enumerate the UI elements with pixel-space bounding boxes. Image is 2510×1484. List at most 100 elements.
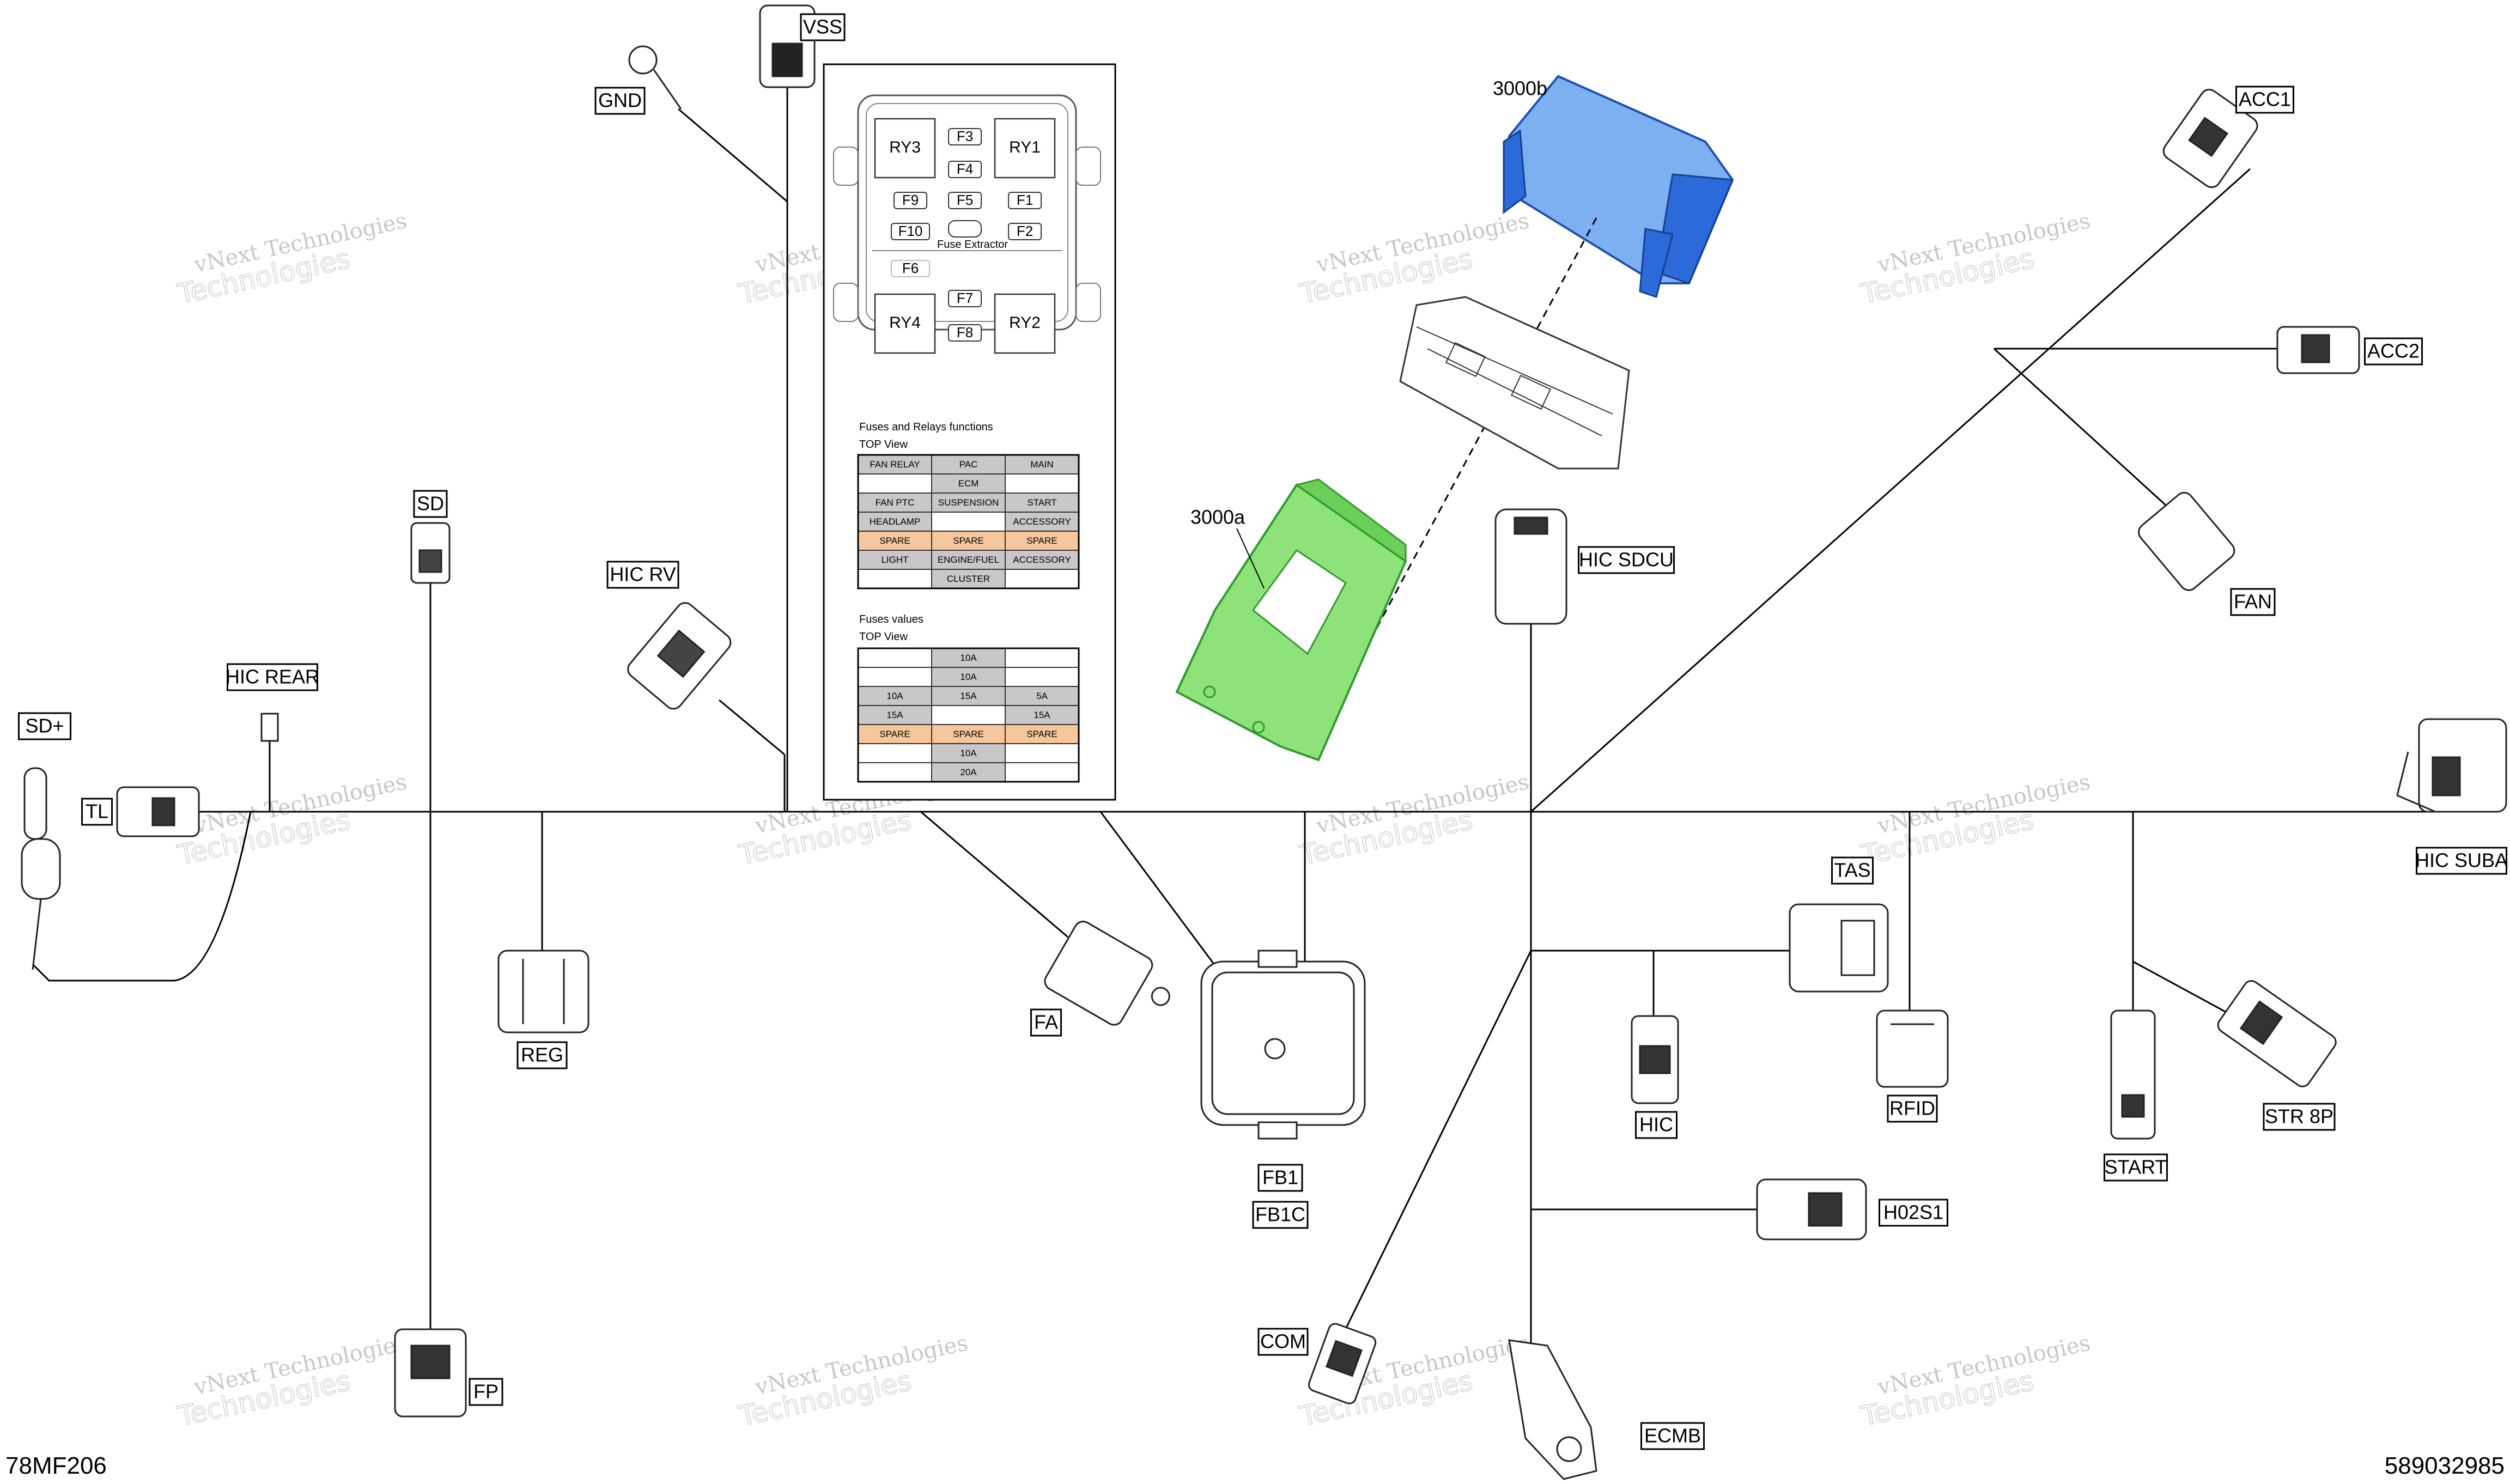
label-tl: TL [81,798,113,826]
table-cell [858,569,932,589]
label-str8p: STR 8P [2263,1103,2336,1131]
values-title: Fuses values [859,613,923,625]
callout-3000a: 3000a [1190,506,1245,528]
table-cell-text: ACCESSORY [1013,516,1071,527]
table-cell [931,550,1006,570]
sd-connector [410,522,451,584]
label-hic-rear: HIC REAR [226,663,319,691]
fuse-box-latch [1075,283,1101,322]
table-cell [1005,550,1079,570]
table-cell-text: SPARE [1026,729,1057,739]
table-cell-text: 15A [886,710,903,720]
fuse-label: F10 [898,223,923,239]
label-fb1: FB1 [1257,1164,1303,1192]
relay-label: RY1 [1009,138,1041,156]
table-cell-text: CLUSTER [947,574,990,584]
fuse-box-panel: RY3 RY1 RY4 RY2 F3 F4 F9 F5 F1 F10 F2 F7… [823,63,1116,801]
label-sd: SD [413,490,448,518]
label-sd-plus: SD+ [18,712,71,740]
label-text: TAS [1834,859,1870,881]
tas-connector [1789,903,1889,993]
label-text: SD+ [25,715,64,737]
label-hic-rv: HIC RV [606,561,679,589]
fa-wire [920,811,1068,938]
sd-plus-sensor [21,767,61,970]
table-cell [1005,667,1079,687]
label-acc2: ACC2 [2364,337,2423,366]
label-reg: REG [516,1041,568,1069]
fan-connector [2138,491,2235,591]
fuse-label: F4 [957,161,973,177]
table-cell [858,667,932,687]
label-text: FB1C [1255,1203,1305,1226]
gnd-ring-terminal [628,45,682,110]
values-subtitle: TOP View [859,631,908,643]
label-fan: FAN [2230,588,2276,616]
sd-plus-wire [32,811,252,982]
table-cell-text: FAN PTC [876,497,915,508]
relay-ry3 [874,118,936,179]
fuse-label: F3 [957,128,973,144]
label-text: RFID [1889,1097,1935,1120]
label-text: HIC RV [610,563,676,586]
label-text: GND [598,89,642,112]
label-text: FA [1034,1011,1058,1033]
label-text: HIC SDCU [1579,549,1674,571]
table-cell [1005,569,1079,589]
table-cell-text: HEADLAMP [870,516,921,527]
acc1-connector [2162,89,2258,188]
ecm-connector-housing [1399,296,1630,470]
fuse-extractor [948,220,982,238]
label-text: STR 8P [2265,1105,2333,1128]
table-cell [1005,743,1079,763]
table-cell-text: SPARE [879,729,910,739]
functions-subtitle: TOP View [859,439,908,451]
table-cell-text: SPARE [953,536,983,546]
label-text: START [2105,1156,2167,1178]
rfid-connector [1876,1009,1949,1088]
table-cell [931,743,1006,763]
fuse-label: F1 [1017,192,1033,208]
fuse-f5 [948,192,982,209]
table-cell-text: 15A [960,691,977,701]
hic-connector [1631,1015,1679,1104]
drawing-code-left: 78MF206 [5,1452,107,1479]
relay-ry2 [994,293,1056,354]
fuse-f3 [948,128,982,145]
label-fa: FA [1030,1008,1062,1037]
table-cell [931,648,1006,668]
relay-label: RY4 [889,314,921,332]
reg-connector [497,950,589,1033]
table-cell-text: SPARE [879,536,910,546]
fuse-f8 [948,324,982,342]
label-vss: VSS [800,13,846,41]
fuse-f9 [894,192,927,209]
connectors [21,4,2507,1480]
fuse-f4 [948,161,982,178]
label-tas: TAS [1831,856,1874,885]
table-cell [931,686,1006,706]
gnd-wire [678,108,788,203]
harness-wires [32,87,2435,1352]
label-text: ECMB [1644,1425,1701,1447]
table-cell-text: 10A [960,748,977,758]
table-cell-text: LIGHT [881,555,908,565]
fuse-f2 [1008,223,1042,240]
label-fp: FP [469,1378,503,1406]
fuse-f7 [948,290,982,307]
label-text: TL [86,800,108,823]
functions-title: Fuses and Relays functions [859,421,993,433]
table-cell-text: 20A [960,767,977,777]
table-cell-text: START [1027,497,1056,508]
table-cell [1005,473,1079,494]
label-rfid: RFID [1887,1094,1938,1123]
table-cell-text: MAIN [1030,459,1054,470]
label-text: SD [417,492,444,515]
table-cell-text: ENGINE/FUEL [938,555,999,565]
com-wire [1334,950,1532,1352]
table-cell-text: SPARE [1026,536,1057,546]
table-cell [1005,531,1079,551]
